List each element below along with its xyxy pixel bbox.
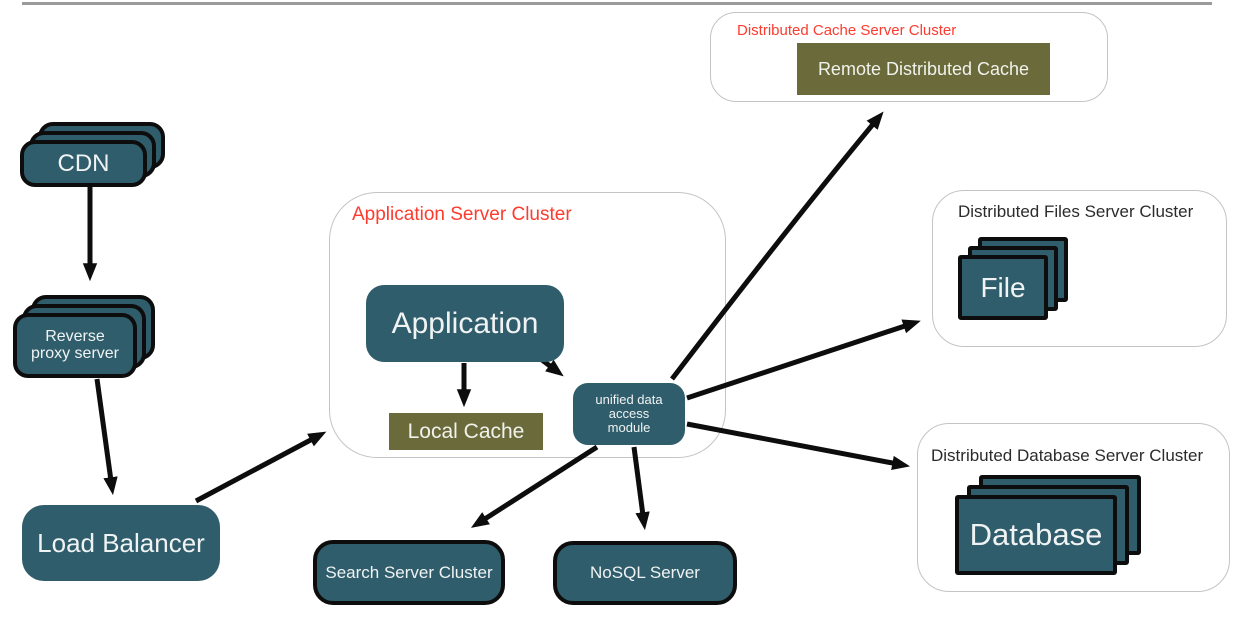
file-node: File (958, 237, 1068, 320)
reverse-proxy-label: Reverse proxy server (13, 313, 137, 378)
unified-module-label-line3: module (607, 419, 651, 435)
load-balancer-node: Load Balancer (22, 505, 220, 581)
database-label: Database (955, 495, 1117, 575)
unified-module-label-line1: unified data (595, 392, 663, 408)
unified-module-label-line2: access (608, 406, 650, 422)
reverse-proxy-label-line1: Reverse (45, 327, 105, 345)
remote-distributed-cache-node: Remote Distributed Cache (797, 43, 1050, 95)
top-rule (22, 2, 1212, 5)
arrow-module-to-database-cluster (686, 421, 911, 471)
reverse-proxy-node: Reverse proxy server (13, 295, 155, 378)
arrow-module-to-search-cluster (470, 444, 599, 528)
local-cache-node: Local Cache (389, 413, 543, 450)
reverse-proxy-label-line2: proxy server (30, 344, 120, 362)
database-node: Database (955, 475, 1141, 575)
arrow-module-to-nosql (631, 446, 650, 531)
arrow-module-to-cache-cluster (670, 111, 884, 381)
file-label: File (958, 255, 1048, 320)
distributed-files-cluster-label: Distributed Files Server Cluster (958, 202, 1194, 221)
cdn-label: CDN (20, 140, 147, 187)
unified-data-access-module-node: unified data access module (573, 383, 685, 445)
arrow-module-to-file-cluster (686, 319, 921, 401)
arrow-reverse-proxy-to-load-balancer (94, 378, 118, 496)
search-server-cluster-node: Search Server Cluster (313, 540, 505, 605)
application-server-cluster-label: Application Server Cluster (352, 204, 572, 225)
cdn-node: CDN (20, 122, 165, 187)
distributed-database-cluster-label: Distributed Database Server Cluster (931, 446, 1204, 465)
distributed-cache-cluster-label: Distributed Cache Server Cluster (737, 22, 957, 39)
nosql-server-node: NoSQL Server (553, 541, 737, 605)
arrow-load-balancer-to-app-cluster (194, 431, 327, 504)
application-node: Application (366, 285, 564, 362)
